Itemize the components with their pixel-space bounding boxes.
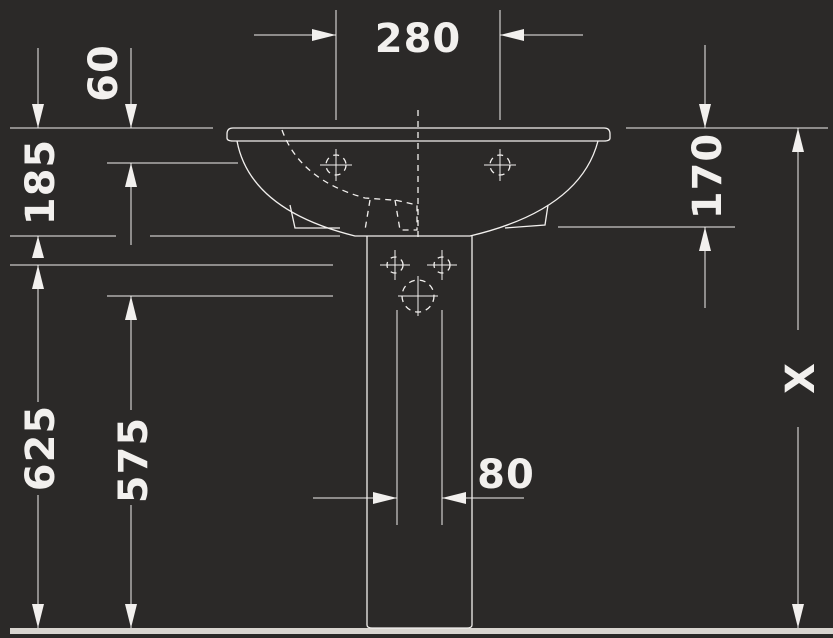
dim-variable-height: X <box>778 128 824 628</box>
label-575: 575 <box>111 417 157 504</box>
wall-fixing-right <box>427 250 457 280</box>
basin <box>226 110 611 240</box>
dim-rim-thickness: 60 <box>10 44 213 129</box>
fixing-hole-right <box>484 149 516 181</box>
pedestal <box>366 236 473 629</box>
label-280: 280 <box>375 16 462 62</box>
fixing-hole-left <box>320 149 352 181</box>
dim-basin-top-width: 280 <box>254 10 583 120</box>
dim-bowl-depth-right: 170 <box>558 45 828 308</box>
label-80: 80 <box>477 452 535 498</box>
dim-floor-to-outlet: 575 <box>107 295 333 628</box>
dim-floor-to-rim: 625 <box>10 236 333 628</box>
label-185: 185 <box>18 139 64 226</box>
label-x: X <box>778 362 824 394</box>
waste-outlet <box>398 276 438 316</box>
dim-pedestal-width: 80 <box>313 452 535 504</box>
wall-fixing-left <box>380 250 410 280</box>
label-625: 625 <box>18 405 64 492</box>
floor-line <box>10 628 833 634</box>
label-60: 60 <box>81 44 127 102</box>
dim-bowl-depth-left: 185 <box>10 139 340 245</box>
label-170: 170 <box>685 133 731 220</box>
